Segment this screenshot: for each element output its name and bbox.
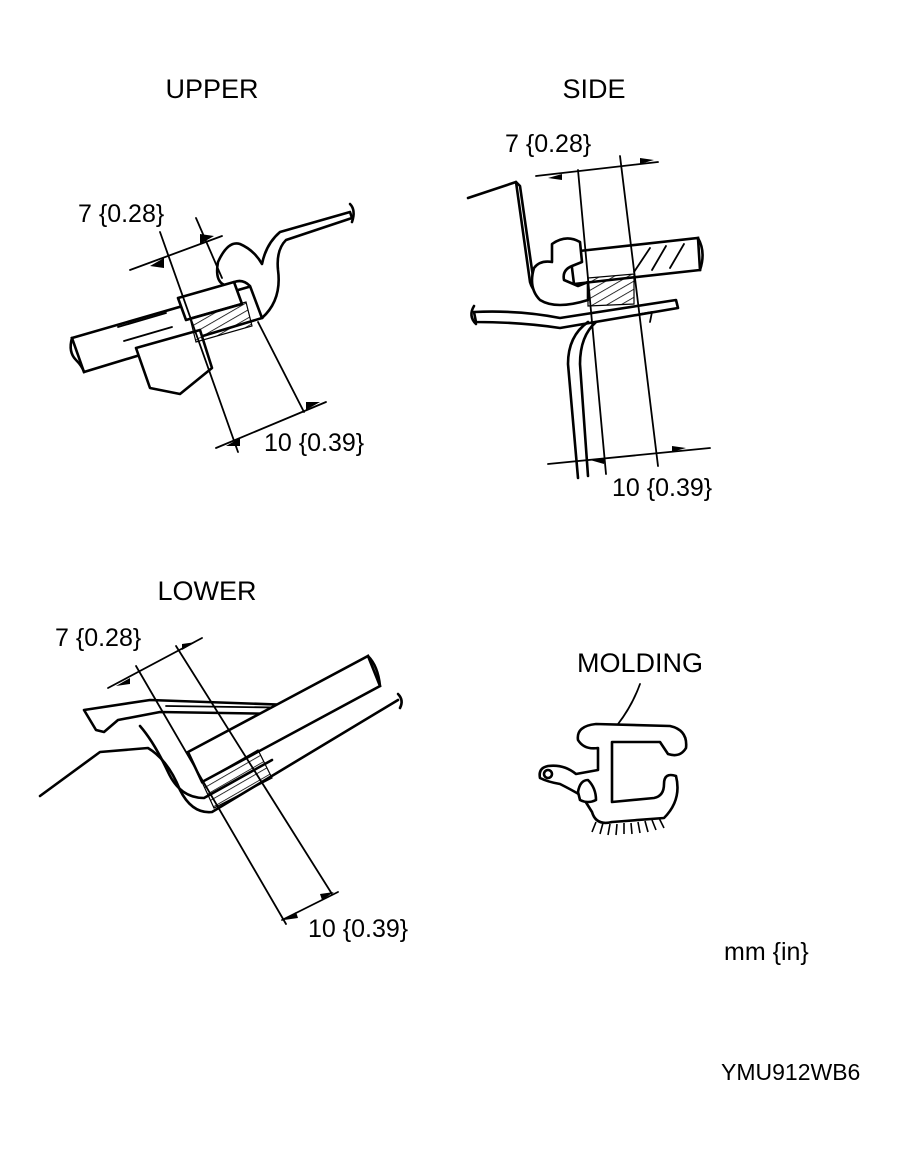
side-dim-bottom: 10 {0.39} bbox=[612, 474, 712, 502]
side-view: SIDE 7 {0.28} 10 {0.39} bbox=[466, 74, 712, 502]
molding-profile bbox=[538, 722, 688, 825]
units-note: mm {in} bbox=[724, 938, 809, 966]
side-glass-break bbox=[696, 236, 704, 272]
side-pillar-bend-a bbox=[566, 320, 590, 480]
upper-dim-top: 7 {0.28} bbox=[78, 200, 164, 228]
side-pillar-inner bbox=[514, 180, 536, 286]
lower-dim-bottom: 10 {0.39} bbox=[308, 915, 408, 943]
side-arrow-10a bbox=[590, 458, 604, 464]
upper-dim-line-7 bbox=[129, 235, 223, 271]
side-molding bbox=[530, 237, 590, 307]
molding-hole bbox=[576, 778, 598, 804]
upper-arrow-10b bbox=[306, 402, 320, 410]
side-ext-line-b bbox=[619, 155, 659, 467]
lower-title: LOWER bbox=[157, 576, 256, 606]
upper-arrow-7a bbox=[150, 258, 164, 268]
lower-adhesive bbox=[201, 749, 273, 809]
upper-arrow-10a bbox=[226, 438, 240, 446]
upper-flange-end bbox=[348, 202, 355, 224]
lower-arrow-7a bbox=[116, 678, 130, 686]
side-dim-line-7 bbox=[535, 161, 659, 177]
upper-view: UPPER 7 {0.28} 10 {0.39} bbox=[69, 74, 364, 457]
molding-leader bbox=[617, 683, 641, 725]
lower-dim-top: 7 {0.28} bbox=[55, 624, 141, 652]
molding-title: MOLDING bbox=[577, 648, 703, 678]
upper-title: UPPER bbox=[165, 74, 258, 104]
side-title: SIDE bbox=[562, 74, 625, 104]
upper-glass-shade bbox=[117, 312, 173, 342]
side-arrow-7a bbox=[548, 174, 562, 180]
side-flange-break bbox=[470, 304, 478, 326]
upper-dim-bottom: 10 {0.39} bbox=[264, 429, 364, 457]
side-arrow-10b bbox=[672, 446, 686, 452]
side-ext-line-a bbox=[577, 169, 607, 475]
molding-adhesive bbox=[591, 817, 665, 836]
upper-arrow-7b bbox=[200, 234, 214, 244]
side-dim-top: 7 {0.28} bbox=[505, 130, 591, 158]
lower-body-break bbox=[396, 692, 403, 710]
upper-ext-line-b bbox=[195, 217, 223, 279]
lower-arrow-10a bbox=[284, 912, 298, 920]
lower-body-inner bbox=[138, 724, 274, 800]
upper-spacer bbox=[134, 328, 214, 396]
side-dim-line-10 bbox=[547, 447, 711, 465]
side-flange bbox=[472, 298, 680, 330]
lower-arrow-10b bbox=[320, 892, 334, 900]
figure-code: YMU912WB6 bbox=[721, 1059, 860, 1085]
side-flange-lip bbox=[639, 310, 654, 323]
lower-glass-break bbox=[366, 654, 382, 688]
lower-view: LOWER 7 {0.28} 10 {0.39} bbox=[38, 576, 408, 943]
molding-view: MOLDING bbox=[538, 648, 703, 836]
upper-dim-line-10 bbox=[215, 401, 327, 449]
lower-ext-line-b bbox=[175, 645, 333, 895]
side-arrow-7b bbox=[640, 158, 654, 164]
lower-glass bbox=[186, 654, 382, 784]
side-glass-shade bbox=[633, 243, 685, 273]
lower-arrow-7b bbox=[182, 642, 196, 650]
upper-ext-line-c bbox=[257, 321, 305, 413]
upper-adhesive bbox=[189, 301, 253, 343]
upper-ext-line-a bbox=[159, 231, 239, 453]
lower-ext-line-a bbox=[135, 665, 287, 925]
molding-lip bbox=[542, 768, 554, 780]
upper-glass-break bbox=[69, 336, 86, 374]
side-adhesive bbox=[587, 273, 635, 307]
